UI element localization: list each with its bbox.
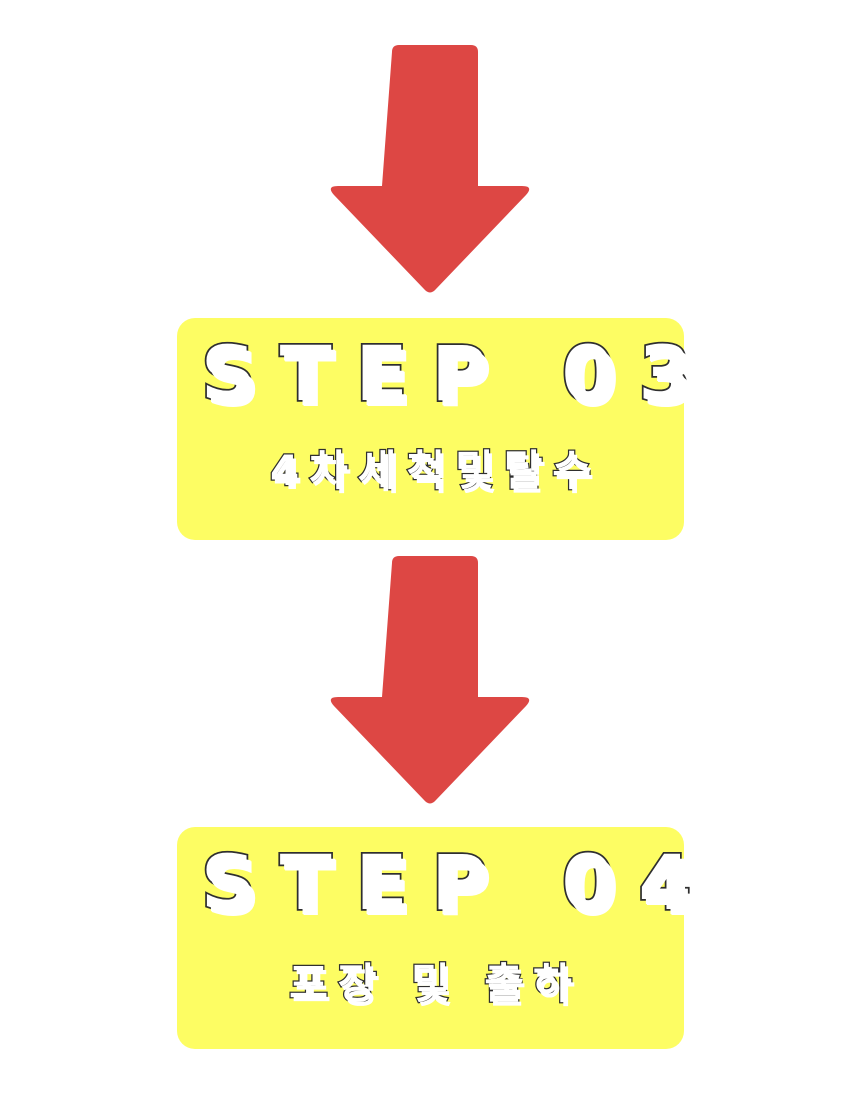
step-title: STEP 03: [199, 329, 716, 418]
step-card: STEP 03 4차세척및탈수: [177, 318, 716, 540]
step-subtitle: 포장 및 출하: [288, 958, 582, 1010]
step-title: STEP 04: [199, 838, 716, 927]
step-card: STEP 04 포장 및 출하: [177, 827, 716, 1049]
down-arrow-icon: [328, 44, 532, 296]
down-arrow-icon: [328, 555, 532, 807]
step-subtitle: 4차세척및탈수: [269, 445, 602, 497]
